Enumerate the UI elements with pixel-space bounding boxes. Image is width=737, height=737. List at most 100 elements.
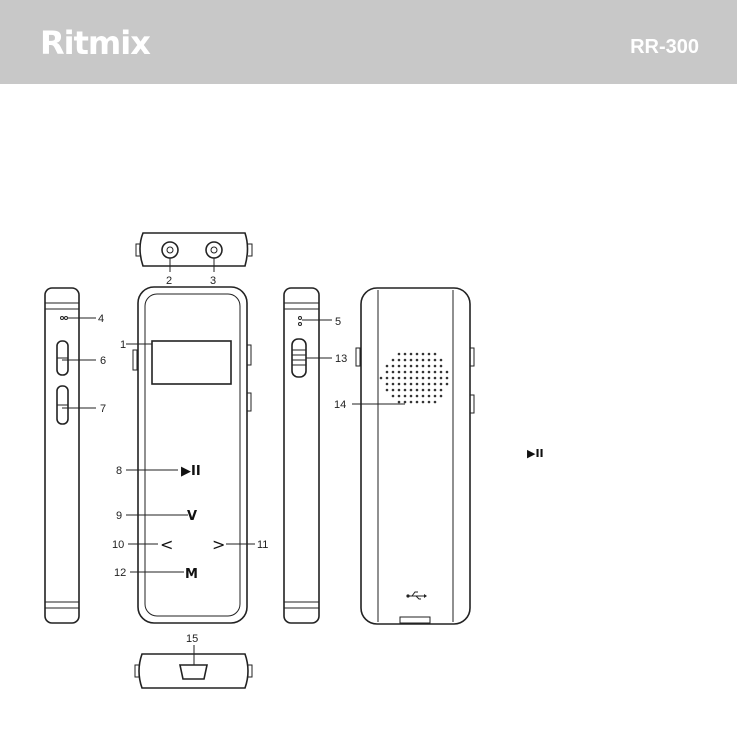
callout-2: 2 xyxy=(166,275,172,287)
speaker-hole xyxy=(421,388,425,392)
speaker-hole xyxy=(409,382,413,386)
up-button: V xyxy=(187,509,197,524)
lcd-screen xyxy=(151,340,232,385)
speaker-hole xyxy=(415,382,419,386)
speaker-hole xyxy=(421,358,425,362)
speaker-hole xyxy=(445,376,449,380)
speaker-hole xyxy=(433,382,437,386)
speaker-hole xyxy=(439,358,443,362)
speaker-hole xyxy=(427,358,431,362)
speaker-hole xyxy=(433,364,437,368)
speaker-hole xyxy=(403,388,407,392)
callout-12: 12 xyxy=(114,567,126,579)
speaker-hole xyxy=(427,394,431,398)
speaker-hole xyxy=(409,370,413,374)
speaker-grille xyxy=(379,352,449,404)
speaker-hole xyxy=(397,388,401,392)
speaker-hole xyxy=(421,376,425,380)
speaker-hole xyxy=(385,376,389,380)
speaker-hole xyxy=(397,382,401,386)
speaker-hole xyxy=(433,358,437,362)
speaker-hole xyxy=(403,394,407,398)
speaker-hole xyxy=(439,382,443,386)
brand-logo: Ritmix xyxy=(40,24,151,62)
speaker-hole xyxy=(403,400,407,404)
speaker-hole xyxy=(403,370,407,374)
speaker-hole xyxy=(415,394,419,398)
speaker-hole xyxy=(397,376,401,380)
left-button: < xyxy=(160,535,173,554)
speaker-hole xyxy=(421,370,425,374)
callout-10: 10 xyxy=(112,539,124,551)
speaker-hole xyxy=(427,400,431,404)
usb-icon xyxy=(406,591,427,600)
callout-3: 3 xyxy=(210,275,216,287)
callout-8: 8 xyxy=(116,465,122,477)
speaker-hole xyxy=(409,352,413,356)
speaker-hole xyxy=(439,376,443,380)
callout-11: 11 xyxy=(257,539,268,551)
speaker-hole xyxy=(403,382,407,386)
speaker-hole xyxy=(421,394,425,398)
speaker-hole xyxy=(403,364,407,368)
callout-7: 7 xyxy=(100,403,106,415)
speaker-hole xyxy=(403,376,407,380)
left-side-view xyxy=(44,287,96,624)
back-view xyxy=(352,287,475,625)
speaker-hole xyxy=(409,400,413,404)
speaker-hole xyxy=(445,382,449,386)
speaker-hole xyxy=(427,370,431,374)
speaker-hole xyxy=(397,370,401,374)
speaker-hole xyxy=(415,364,419,368)
speaker-hole xyxy=(403,352,407,356)
callout-6: 6 xyxy=(100,355,106,367)
menu-button: M xyxy=(185,567,198,582)
speaker-hole xyxy=(379,376,383,380)
callout-4: 4 xyxy=(98,313,104,325)
speaker-hole xyxy=(427,364,431,368)
speaker-hole xyxy=(439,388,443,392)
speaker-hole xyxy=(385,388,389,392)
speaker-hole xyxy=(397,352,401,356)
speaker-hole xyxy=(433,370,437,374)
speaker-hole xyxy=(397,394,401,398)
speaker-hole xyxy=(385,370,389,374)
speaker-hole xyxy=(409,394,413,398)
speaker-hole xyxy=(421,352,425,356)
play-pause-button: ▶II xyxy=(181,464,201,479)
top-view xyxy=(135,232,253,272)
speaker-hole xyxy=(385,364,389,368)
speaker-hole xyxy=(439,364,443,368)
speaker-hole xyxy=(433,376,437,380)
right-side-view xyxy=(283,287,332,624)
callout-1: 1 xyxy=(120,339,126,351)
speaker-hole xyxy=(403,358,407,362)
speaker-hole xyxy=(427,376,431,380)
speaker-hole xyxy=(391,358,395,362)
speaker-hole xyxy=(427,352,431,356)
speaker-hole xyxy=(433,352,437,356)
callout-9: 9 xyxy=(116,510,122,522)
speaker-hole xyxy=(409,358,413,362)
speaker-hole xyxy=(415,358,419,362)
speaker-hole xyxy=(391,382,395,386)
speaker-hole xyxy=(391,364,395,368)
speaker-hole xyxy=(415,370,419,374)
callout-14: 14 xyxy=(334,399,346,411)
bottom-view xyxy=(134,645,253,689)
speaker-hole xyxy=(409,364,413,368)
speaker-hole xyxy=(409,388,413,392)
front-view: ▶II V < > M xyxy=(126,286,255,624)
speaker-hole xyxy=(385,382,389,386)
speaker-hole xyxy=(439,370,443,374)
play-pause-symbol-text: ▶II xyxy=(527,447,544,460)
speaker-hole xyxy=(415,376,419,380)
header-bar: Ritmix RR-300 xyxy=(0,0,737,84)
right-button: > xyxy=(212,535,225,554)
speaker-hole xyxy=(415,400,419,404)
speaker-hole xyxy=(445,370,449,374)
speaker-hole xyxy=(397,358,401,362)
speaker-hole xyxy=(415,352,419,356)
model-name: RR-300 xyxy=(630,36,699,58)
